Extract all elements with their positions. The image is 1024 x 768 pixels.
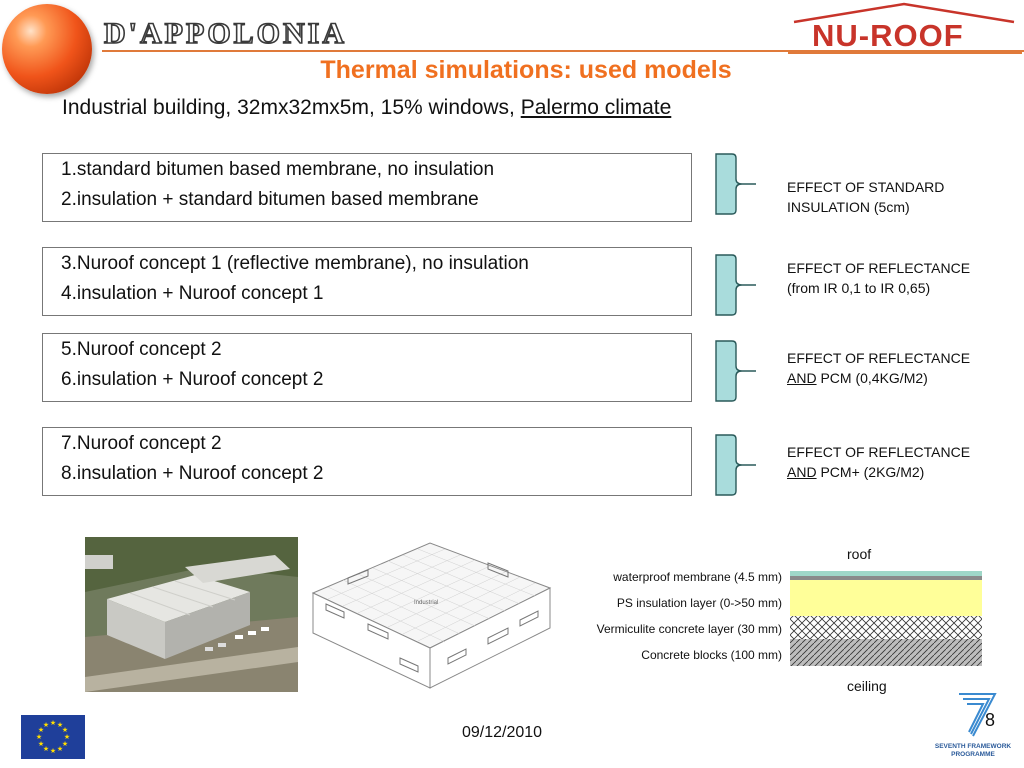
model-box-2: 3.Nuroof concept 1 (reflective membrane)… <box>42 247 692 316</box>
fp7-line-2: PROGRAMME <box>951 751 995 758</box>
effect-line: EFFECT OF REFLECTANCE <box>787 260 971 276</box>
nuroof-logo-frame <box>788 2 1022 54</box>
model-line-8: 8.insulation + Nuroof concept 2 <box>61 463 324 484</box>
svg-text:★: ★ <box>43 721 49 729</box>
vermiculite-layer <box>790 616 982 639</box>
slide-title: Thermal simulations: used models <box>320 56 732 84</box>
nuroof-logo-text: NU-ROOF <box>812 18 964 53</box>
bracket-icon <box>715 340 756 402</box>
effect-detail: (from IR 0,1 to IR 0,65) <box>787 280 931 296</box>
roof-label: roof <box>847 546 872 562</box>
model-caption: Industrial <box>414 600 438 606</box>
bracket-icon <box>715 434 756 496</box>
bracket-icon <box>715 254 756 316</box>
model-line-4: 4.insulation + Nuroof concept 1 <box>61 283 324 304</box>
slide-subtitle: Industrial building, 32mx32mx5m, 15% win… <box>62 96 671 120</box>
model-line-7: 7.Nuroof concept 2 <box>61 433 222 454</box>
slide-date: 09/12/2010 <box>462 724 543 741</box>
svg-text:★: ★ <box>64 733 70 741</box>
model-line-5: 5.Nuroof concept 2 <box>61 339 222 360</box>
dappolonia-logo-text: D'APPOLONIA <box>103 16 347 51</box>
layer-label-concrete: Concrete blocks (100 mm) <box>641 648 782 662</box>
layer-label-membrane: waterproof membrane (4.5 mm) <box>613 570 782 584</box>
svg-text:★: ★ <box>50 719 56 727</box>
page-number: 8 <box>985 710 996 730</box>
svg-text:★: ★ <box>43 745 49 753</box>
header-divider <box>102 50 1024 52</box>
svg-text:★: ★ <box>36 733 42 741</box>
membrane-dark-layer <box>790 576 982 580</box>
svg-text:★: ★ <box>62 740 68 748</box>
model-box-3: 5.Nuroof concept 2 6.insulation + Nuroof… <box>42 333 692 402</box>
effect-detail: INSULATION (5cm) <box>787 199 910 215</box>
svg-text:★: ★ <box>57 721 63 729</box>
svg-text:★: ★ <box>50 747 56 755</box>
dappolonia-orb-logo <box>2 4 92 94</box>
subtitle-text: Industrial building, 32mx32mx5m, 15% win… <box>62 96 521 119</box>
insulation-layer <box>790 580 982 616</box>
aerial-building-photo <box>85 537 298 692</box>
subtitle-climate-link: Palermo climate <box>520 96 672 119</box>
bracket-icon <box>715 153 756 215</box>
layer-label-insulation: PS insulation layer (0->50 mm) <box>616 596 782 610</box>
effect-line: EFFECT OF REFLECTANCE <box>787 444 971 460</box>
effect-label-4: EFFECT OF REFLECTANCE AND PCM+ (2KG/M2) <box>787 442 970 482</box>
effect-label-3: EFFECT OF REFLECTANCE AND PCM (0,4KG/M2) <box>787 348 970 388</box>
model-line-2: 2.insulation + standard bitumen based me… <box>61 189 479 210</box>
effect-line: EFFECT OF REFLECTANCE <box>787 350 971 366</box>
effect-line: EFFECT OF STANDARD <box>787 179 945 195</box>
fp7-logo-icon: SEVENTH FRAMEWORK PROGRAMME <box>935 693 1012 758</box>
model-box-1: 1.standard bitumen based membrane, no in… <box>42 153 692 222</box>
svg-text:★: ★ <box>57 745 63 753</box>
effect-detail: PCM (0,4KG/M2) <box>816 370 928 386</box>
eu-flag-icon: ★★★ ★★★ ★★★ ★★★ <box>21 715 85 759</box>
effect-and: AND <box>787 464 817 480</box>
fp7-line-1: SEVENTH FRAMEWORK <box>935 743 1012 750</box>
model-line-3: 3.Nuroof concept 1 (reflective membrane)… <box>61 253 529 274</box>
svg-text:★: ★ <box>38 740 44 748</box>
ceiling-label: ceiling <box>847 678 887 694</box>
roof-layer-stack <box>790 571 982 666</box>
model-box-4: 7.Nuroof concept 2 8.insulation + Nuroof… <box>42 427 692 496</box>
model-line-6: 6.insulation + Nuroof concept 2 <box>61 369 324 390</box>
layer-label-vermiculite: Vermiculite concrete layer (30 mm) <box>596 622 782 636</box>
concrete-layer <box>790 639 982 666</box>
effect-label-1: EFFECT OF STANDARD INSULATION (5cm) <box>787 177 944 217</box>
model-line-1: 1.standard bitumen based membrane, no in… <box>61 159 495 180</box>
membrane-layer <box>790 571 982 576</box>
svg-text:★: ★ <box>38 726 44 734</box>
svg-text:★: ★ <box>62 726 68 734</box>
effect-and: AND <box>787 370 817 386</box>
effect-detail: PCM+ (2KG/M2) <box>816 464 925 480</box>
building-3d-model: Industrial <box>311 542 552 689</box>
effect-label-2: EFFECT OF REFLECTANCE (from IR 0,1 to IR… <box>787 258 970 298</box>
